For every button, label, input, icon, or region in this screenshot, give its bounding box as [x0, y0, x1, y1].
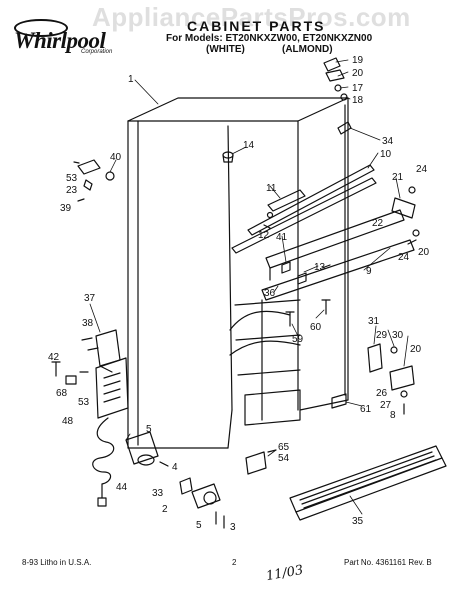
- callout-24-right: 24: [398, 252, 410, 263]
- callout-23: 23: [66, 185, 78, 196]
- callout-48: 48: [62, 416, 74, 427]
- callout-20-right: 20: [418, 247, 430, 258]
- plug-14: [222, 151, 234, 163]
- callout-20-lower: 20: [410, 344, 422, 355]
- callout-19: 19: [352, 55, 364, 66]
- callout-8: 8: [390, 410, 396, 421]
- callout-14: 14: [243, 140, 255, 151]
- callout-40: 40: [110, 152, 122, 163]
- callout-12: 12: [258, 230, 270, 241]
- roller-assembly: [125, 431, 169, 467]
- power-cord: [92, 417, 115, 507]
- callout-5-upper: 5: [146, 424, 152, 435]
- callout-35: 35: [352, 516, 364, 527]
- callout-65: 65: [278, 442, 290, 453]
- left-control: [81, 329, 121, 373]
- brand-sub: Corporation: [81, 49, 113, 55]
- page-number: 2: [232, 558, 237, 567]
- footer-litho: 8-93 Litho in U.S.A.: [22, 558, 92, 567]
- callout-17: 17: [352, 83, 364, 94]
- callout-18: 18: [352, 95, 364, 106]
- callout-labels: 1 19 20 17 18 14 34 10 40 53 23 39 11 24…: [48, 55, 430, 533]
- callout-33: 33: [152, 488, 164, 499]
- right-hinge: [391, 186, 420, 245]
- callout-39: 39: [60, 203, 72, 214]
- part-number: Part No. 4361161 Rev. B: [344, 558, 432, 567]
- callout-41: 41: [276, 232, 288, 243]
- left-bracket: [51, 361, 89, 385]
- page-title: CABINET PARTS: [187, 18, 326, 34]
- callout-60: 60: [310, 322, 322, 333]
- callout-59: 59: [292, 334, 304, 345]
- leveler-assembly: [179, 477, 225, 529]
- callout-4: 4: [172, 462, 178, 473]
- callout-44: 44: [116, 482, 128, 493]
- callout-27: 27: [380, 400, 392, 411]
- base-grille: [289, 445, 447, 521]
- callout-36: 36: [264, 288, 276, 299]
- callout-31: 31: [368, 316, 380, 327]
- callout-42: 42: [48, 352, 60, 363]
- model-numbers: For Models: ET20NKXZW00, ET20NKXZN00: [166, 33, 373, 44]
- callout-53-left: 53: [66, 173, 78, 184]
- callout-10: 10: [380, 149, 392, 160]
- callout-38: 38: [82, 318, 94, 329]
- callout-29: 29: [376, 330, 388, 341]
- cabinet-shell: [127, 97, 349, 449]
- callout-3: 3: [230, 522, 236, 533]
- callout-61: 61: [360, 404, 372, 415]
- callout-24-top: 24: [416, 164, 428, 175]
- logo-swirl-icon: [14, 19, 68, 37]
- right-bracket: [367, 343, 415, 415]
- watermark: AppliancePartsPros.com: [92, 2, 411, 32]
- whirlpool-logo: Whirlpool Corporation: [14, 19, 132, 57]
- callout-2: 2: [162, 504, 168, 515]
- left-hinge: [73, 159, 115, 202]
- upper-rails: [231, 164, 377, 254]
- rear-panel: [95, 357, 129, 419]
- callout-54: 54: [278, 453, 290, 464]
- callout-9: 9: [366, 266, 372, 277]
- callout-11: 11: [266, 183, 277, 194]
- leader-lines: [89, 59, 409, 515]
- callout-22: 22: [372, 218, 384, 229]
- callout-13: 13: [314, 262, 326, 273]
- variant-almond: (ALMOND): [282, 44, 333, 55]
- callout-68: 68: [56, 388, 68, 399]
- callout-34: 34: [382, 136, 394, 147]
- callout-26: 26: [376, 388, 388, 399]
- callout-21: 21: [392, 172, 404, 183]
- callout-20: 20: [352, 68, 364, 79]
- callout-1: 1: [128, 74, 134, 85]
- brand-name: Whirlpool: [14, 28, 106, 53]
- callout-5-lower: 5: [196, 520, 202, 531]
- bottom-hinge: [245, 449, 277, 475]
- mullion-bar: [261, 209, 415, 301]
- callout-37: 37: [84, 293, 96, 304]
- callout-30: 30: [392, 330, 404, 341]
- top-hinge: [323, 57, 352, 135]
- callout-53-lower: 53: [78, 397, 90, 408]
- foot-bracket: [331, 393, 347, 409]
- variant-white: (WHITE): [206, 44, 245, 55]
- screws-center: [285, 299, 331, 327]
